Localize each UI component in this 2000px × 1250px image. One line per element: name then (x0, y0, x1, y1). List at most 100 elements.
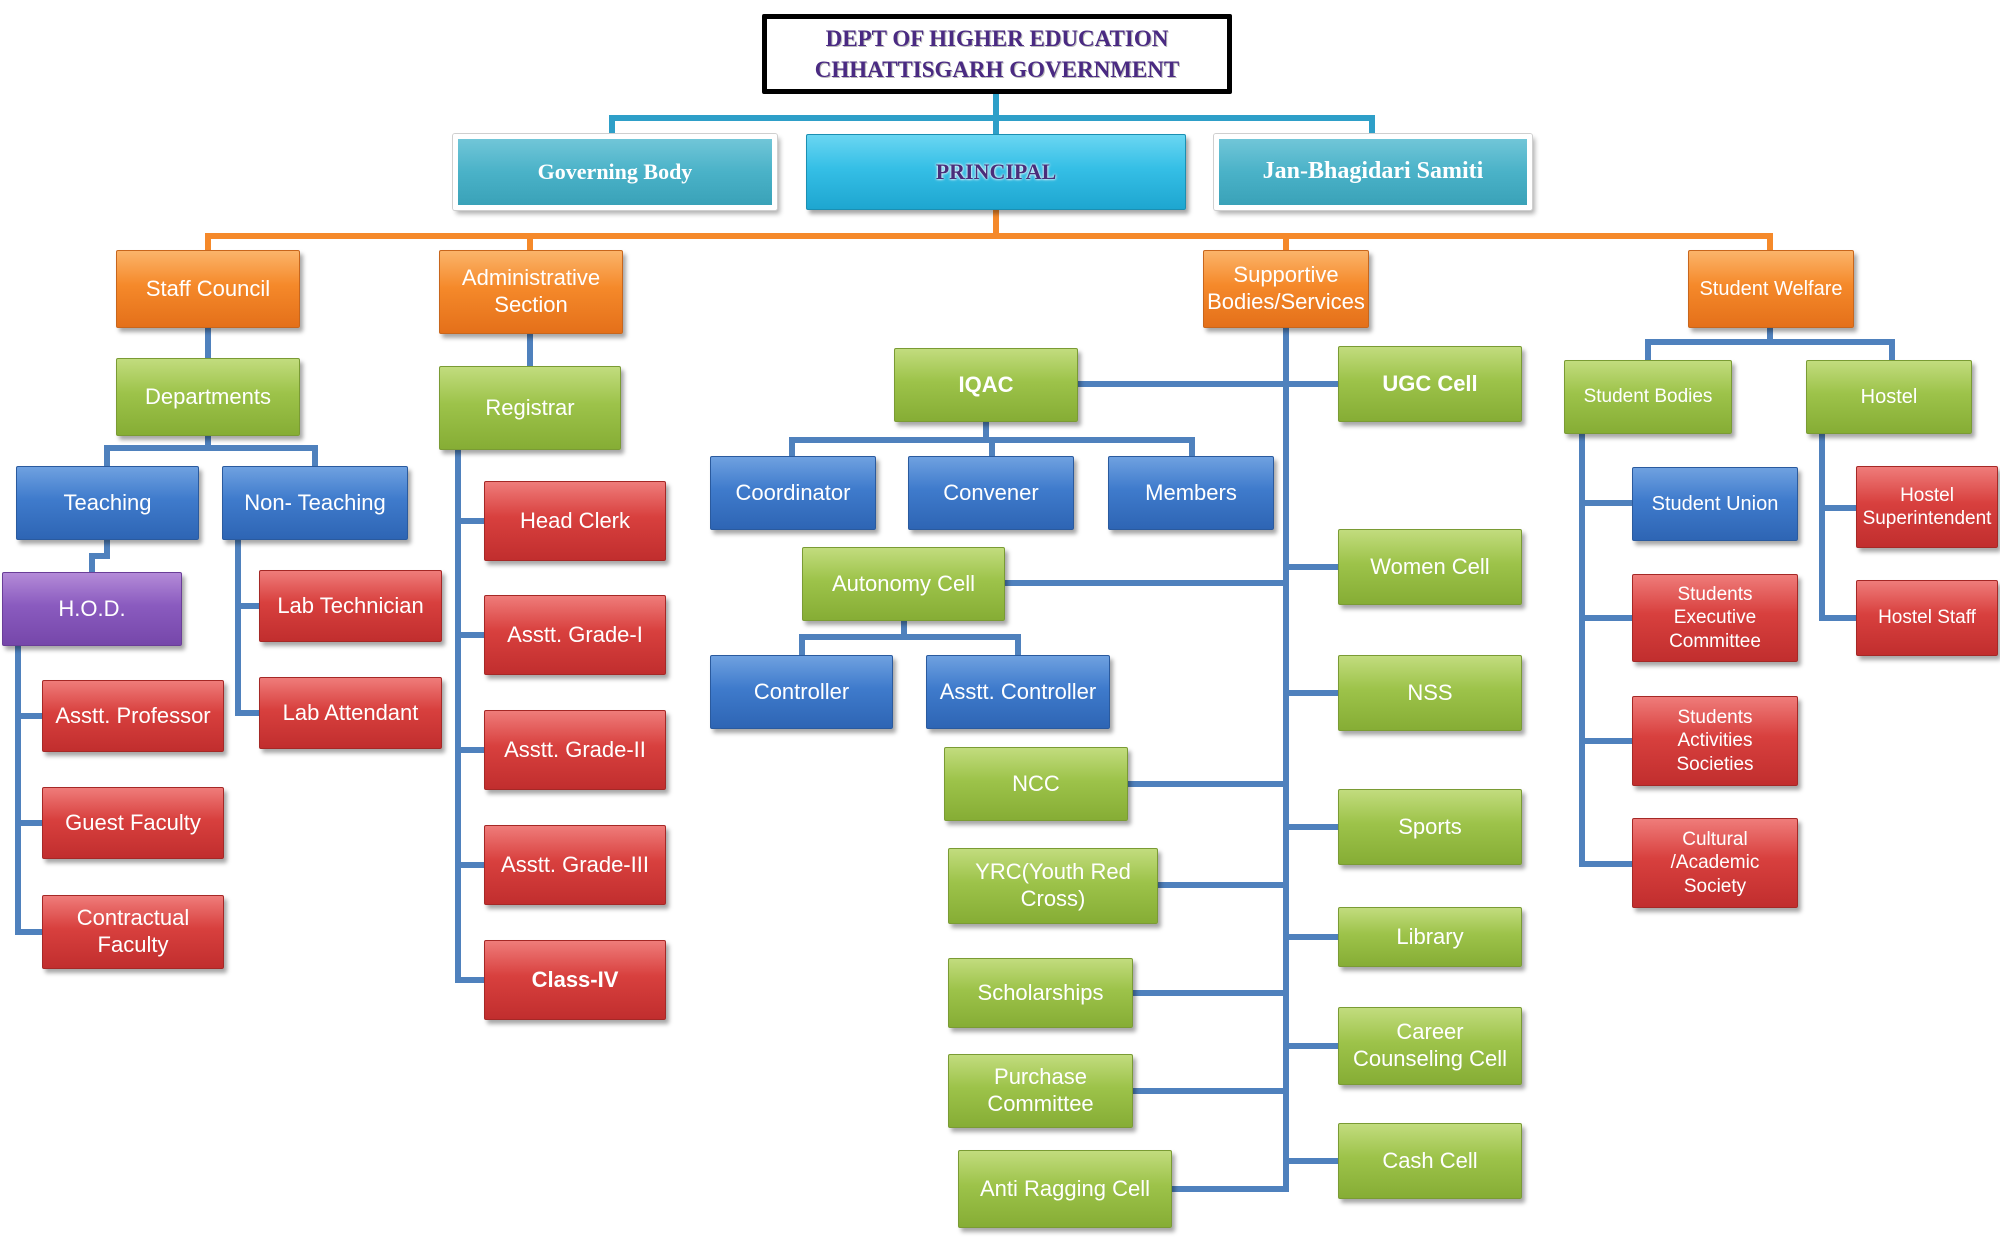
members-box: Members (1108, 456, 1274, 530)
hostel-staff-label: Hostel Staff (1878, 607, 1976, 629)
sports-label: Sports (1398, 813, 1462, 839)
students-executive-committee-box: Students Executive Committee (1632, 574, 1798, 662)
connector-autonomy-to-controllers (799, 618, 1021, 658)
contractual-faculty-line2: Faculty (97, 932, 169, 957)
hostel-label: Hostel (1860, 385, 1918, 408)
activities-societies-line3: Societies (1676, 753, 1754, 775)
career-counseling-line1: Career (1396, 1019, 1464, 1045)
connector-supportive-right (1283, 381, 1341, 1164)
ncc-label: NCC (1012, 770, 1060, 796)
purchase-committee-line1: Purchase (994, 1064, 1087, 1090)
purchase-committee-box: Purchase Committee (948, 1054, 1133, 1128)
hostel-staff-box: Hostel Staff (1856, 580, 1998, 656)
cash-cell-box: Cash Cell (1338, 1123, 1522, 1199)
head-clerk-label: Head Clerk (519, 507, 631, 533)
asstt-grade-3-label: Asstt. Grade-III (501, 851, 649, 877)
supportive-label-line2: Bodies/Services (1207, 289, 1365, 314)
autonomy-cell-box: Autonomy Cell (802, 547, 1005, 621)
cultural-society-line1: Cultural (1682, 829, 1748, 851)
dept-title-box: DEPT OF HIGHER EDUCATION CHHATTISGARH GO… (762, 14, 1232, 94)
connector-nonteaching-to-lab (235, 537, 262, 716)
scholarships-label: Scholarships (977, 979, 1104, 1005)
anti-ragging-cell-label: Anti Ragging Cell (980, 1175, 1150, 1201)
controller-box: Controller (710, 655, 893, 729)
asstt-professor-box: Asstt. Professor (42, 680, 224, 752)
executive-committee-line1: Students (1677, 584, 1753, 606)
career-counseling-line2: Counseling Cell (1352, 1046, 1508, 1071)
hostel-box: Hostel (1806, 360, 1972, 434)
hod-box: H.O.D. (2, 572, 182, 646)
connector-title-to-top-row (609, 90, 1375, 137)
lab-technician-box: Lab Technician (259, 570, 442, 642)
lab-attendant-box: Lab Attendant (259, 677, 442, 749)
guest-faculty-label: Guest Faculty (65, 809, 201, 835)
staff-council-box: Staff Council (116, 250, 300, 328)
coordinator-box: Coordinator (710, 456, 876, 530)
supportive-bodies-box: Supportive Bodies/Services (1203, 250, 1369, 328)
class-iv-label: Class-IV (531, 966, 619, 992)
connector-welfare-branch (1645, 325, 1895, 363)
principal-label: PRINCIPAL (935, 158, 1057, 184)
dept-title-line1: DEPT OF HIGHER EDUCATION (825, 25, 1169, 51)
yrc-box: YRC(Youth Red Cross) (948, 848, 1158, 924)
contractual-faculty-line1: Contractual (76, 905, 190, 931)
hostel-superintendent-box: Hostel Superintendent (1856, 466, 1998, 548)
yrc-label-line1: YRC(Youth Red (975, 859, 1131, 885)
governing-body-box: Governing Body (453, 134, 777, 210)
ugc-cell-box: UGC Cell (1338, 346, 1522, 422)
staff-council-label: Staff Council (145, 275, 271, 301)
student-bodies-label: Student Bodies (1583, 386, 1713, 408)
non-teaching-label: Non- Teaching (244, 489, 386, 515)
blue-connectors (15, 325, 1895, 1192)
activities-societies-line1: Students (1677, 707, 1753, 729)
student-bodies-box: Student Bodies (1564, 360, 1732, 434)
cultural-academic-society-box: Cultural /Academic Society (1632, 818, 1798, 908)
asstt-professor-label: Asstt. Professor (55, 702, 211, 728)
convener-box: Convener (908, 456, 1074, 530)
lab-attendant-label: Lab Attendant (282, 699, 419, 725)
jan-bhagidari-box: Jan-Bhagidari Samiti (1214, 134, 1532, 210)
connector-supportive-left (1002, 381, 1289, 1192)
top-connectors (609, 90, 1375, 137)
nss-label: NSS (1407, 679, 1453, 705)
registrar-box: Registrar (439, 366, 621, 450)
controller-label: Controller (753, 678, 850, 704)
student-union-box: Student Union (1632, 467, 1798, 541)
administrative-section-box: Administrative Section (439, 250, 623, 334)
teaching-box: Teaching (16, 466, 199, 540)
jan-bhagidari-label: Jan-Bhagidari Samiti (1262, 158, 1484, 185)
student-welfare-label: Student Welfare (1699, 277, 1843, 300)
scholarships-box: Scholarships (948, 958, 1133, 1028)
connector-student-bodies-list (1579, 431, 1635, 867)
women-cell-label: Women Cell (1370, 553, 1490, 579)
coordinator-label: Coordinator (735, 479, 851, 505)
iqac-label: IQAC (958, 371, 1014, 397)
cash-cell-label: Cash Cell (1382, 1147, 1478, 1173)
connector-hod-to-faculty (15, 643, 45, 935)
yrc-label-line2: Cross) (1020, 886, 1086, 911)
cultural-society-line2: /Academic (1670, 852, 1760, 874)
student-welfare-box: Student Welfare (1688, 250, 1854, 328)
asstt-controller-box: Asstt. Controller (926, 655, 1110, 729)
connector-principal-to-sections (205, 206, 1773, 251)
connector-registrar-to-staff (455, 447, 487, 983)
connector-iqac-to-members (789, 419, 1195, 459)
hod-label: H.O.D. (58, 595, 126, 621)
cultural-society-line3: Society (1683, 875, 1747, 897)
iqac-box: IQAC (894, 348, 1078, 422)
library-box: Library (1338, 907, 1522, 967)
executive-committee-line3: Committee (1669, 630, 1761, 652)
administrative-label-line2: Section (494, 292, 568, 317)
activities-societies-line2: Activities (1677, 730, 1753, 752)
ncc-box: NCC (944, 747, 1128, 821)
students-activities-societies-box: Students Activities Societies (1632, 696, 1798, 786)
asstt-grade-1-label: Asstt. Grade-I (507, 621, 643, 647)
purchase-committee-line2: Committee (987, 1091, 1094, 1116)
connector-staff-council-branch (104, 325, 318, 469)
non-teaching-box: Non- Teaching (222, 466, 408, 540)
asstt-grade-2-label: Asstt. Grade-II (504, 736, 646, 762)
dept-title-line2: CHHATTISGARH GOVERNMENT (814, 57, 1180, 82)
convener-label: Convener (943, 479, 1039, 505)
nss-box: NSS (1338, 655, 1522, 731)
